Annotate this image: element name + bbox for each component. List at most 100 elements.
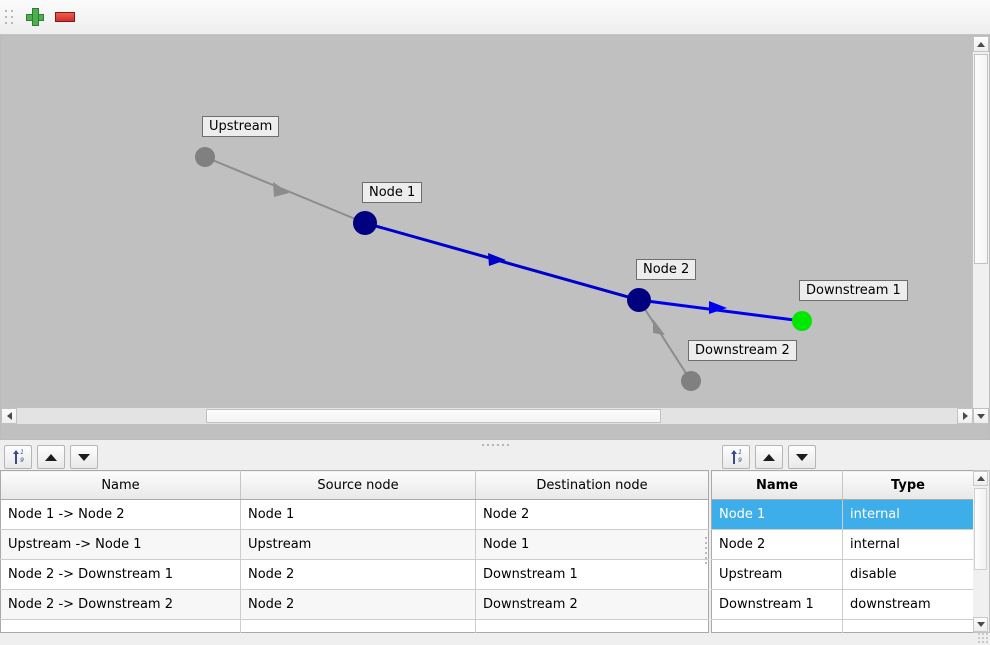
table-row-empty [0,619,709,633]
table-row[interactable]: Node 2 -> Downstream 2 Node 2 Downstream… [0,589,709,620]
chevron-left-icon [6,412,12,420]
resize-grip-icon[interactable] [978,633,988,643]
nodes-table[interactable]: Name Type Node 1 internal Node 2 interna… [711,470,974,633]
vertical-splitter[interactable] [704,470,708,630]
edge-destination-cell[interactable]: Node 2 [475,499,709,530]
main-toolbar [0,0,990,35]
edge-arrow-node2-downstream1 [709,301,727,314]
edge-destination-cell[interactable]: Downstream 2 [475,589,709,620]
remove-node-button[interactable] [50,3,80,31]
nodes-table-header-row: Name Type [711,470,974,500]
edge-source-cell[interactable]: Upstream [240,529,476,560]
edges-table[interactable]: Name Source node Destination node Node 1… [0,470,709,633]
table-row-empty [711,619,974,633]
table-row[interactable]: Node 1 -> Node 2 Node 1 Node 2 [0,499,709,530]
edges-column-name[interactable]: Name [0,470,241,500]
triangle-down-icon [78,453,90,461]
canvas-horizontal-scrollbar[interactable] [1,407,973,424]
horizontal-splitter[interactable] [0,441,990,448]
plus-icon [26,8,44,26]
node-label-node1[interactable]: Node 1 [362,182,423,203]
node-type-cell[interactable]: internal [842,499,974,530]
nodes-move-down-button[interactable] [788,445,816,469]
edge-arrow-upstream-node1 [273,182,289,197]
empty-cell [0,619,241,633]
node-name-cell[interactable]: Node 1 [711,499,843,530]
triangle-up-icon [45,453,57,461]
edge-source-cell[interactable]: Node 2 [240,589,476,620]
add-node-button[interactable] [20,3,50,31]
empty-cell [240,619,476,633]
node-node1 [353,211,377,235]
edges-move-down-button[interactable] [70,445,98,469]
edge-name-cell[interactable]: Node 1 -> Node 2 [0,499,241,530]
edge-arrow-node1-node2 [488,253,506,266]
graph-canvas[interactable]: Upstream Node 1 Node 2 Downstream 1 Down… [1,36,973,424]
edge-destination-cell[interactable]: Node 1 [475,529,709,560]
node-name-cell[interactable]: Downstream 1 [711,589,843,620]
graph-view[interactable]: Upstream Node 1 Node 2 Downstream 1 Down… [0,35,990,440]
nodes-move-up-button[interactable] [755,445,783,469]
chevron-up-icon [976,476,985,481]
nodes-scroll-down-button[interactable] [973,617,988,632]
nodes-column-type[interactable]: Type [842,470,974,500]
node-label-upstream[interactable]: Upstream [202,116,280,137]
toolbar-drag-handle[interactable] [4,7,14,27]
triangle-down-icon [796,453,808,461]
edge-source-cell[interactable]: Node 2 [240,559,476,590]
node-label-node2[interactable]: Node 2 [636,259,697,280]
table-row[interactable]: Node 2 -> Downstream 1 Node 2 Downstream… [0,559,709,590]
edge-destination-cell[interactable]: Downstream 1 [475,559,709,590]
empty-cell [475,619,709,633]
edge-node1-node2 [364,221,640,302]
edge-source-cell[interactable]: Node 1 [240,499,476,530]
scroll-up-button[interactable] [973,36,989,52]
node-type-cell[interactable]: downstream [842,589,974,620]
triangle-up-icon [763,453,775,461]
nodes-scroll-thumb[interactable] [974,488,987,570]
graph-edges [204,156,803,382]
nodes-table-scrollbar[interactable] [973,470,990,633]
table-row[interactable]: Node 2 internal [711,529,974,560]
edges-move-up-button[interactable] [37,445,65,469]
empty-cell [842,619,974,633]
table-row[interactable]: Upstream disable [711,559,974,590]
node-type-cell[interactable]: disable [842,559,974,590]
vertical-scroll-thumb[interactable] [974,54,988,264]
edges-column-destination[interactable]: Destination node [475,470,709,500]
node-downstream2 [681,371,701,391]
table-row[interactable]: Downstream 1 downstream [711,589,974,620]
splitter-grip-icon [481,443,509,446]
node-name-cell[interactable]: Upstream [711,559,843,590]
scroll-left-button[interactable] [1,408,17,424]
node-label-downstream1[interactable]: Downstream 1 [799,280,908,301]
edges-column-source[interactable]: Source node [240,470,476,500]
node-type-cell[interactable]: internal [842,529,974,560]
horizontal-scroll-thumb[interactable] [206,409,661,423]
edge-upstream-node1 [204,156,366,224]
minus-icon [55,12,75,22]
edge-name-cell[interactable]: Node 2 -> Downstream 2 [0,589,241,620]
edge-name-cell[interactable]: Node 2 -> Downstream 1 [0,559,241,590]
nodes-scroll-up-button[interactable] [973,471,988,486]
chevron-down-icon [976,622,985,627]
edge-name-cell[interactable]: Upstream -> Node 1 [0,529,241,560]
canvas-vertical-scrollbar[interactable] [972,36,989,424]
chevron-up-icon [977,41,985,47]
nodes-column-name[interactable]: Name [711,470,843,500]
table-row[interactable]: Upstream -> Node 1 Upstream Node 1 [0,529,709,560]
scroll-right-button[interactable] [957,408,973,424]
table-row[interactable]: Node 1 internal [711,499,974,530]
chevron-down-icon [977,413,985,419]
node-node2 [627,288,651,312]
edges-table-wrapper: Name Source node Destination node Node 1… [0,470,709,633]
node-name-cell[interactable]: Node 2 [711,529,843,560]
scroll-down-button[interactable] [973,408,989,424]
node-downstream1 [792,311,812,331]
node-label-downstream2[interactable]: Downstream 2 [688,340,797,361]
